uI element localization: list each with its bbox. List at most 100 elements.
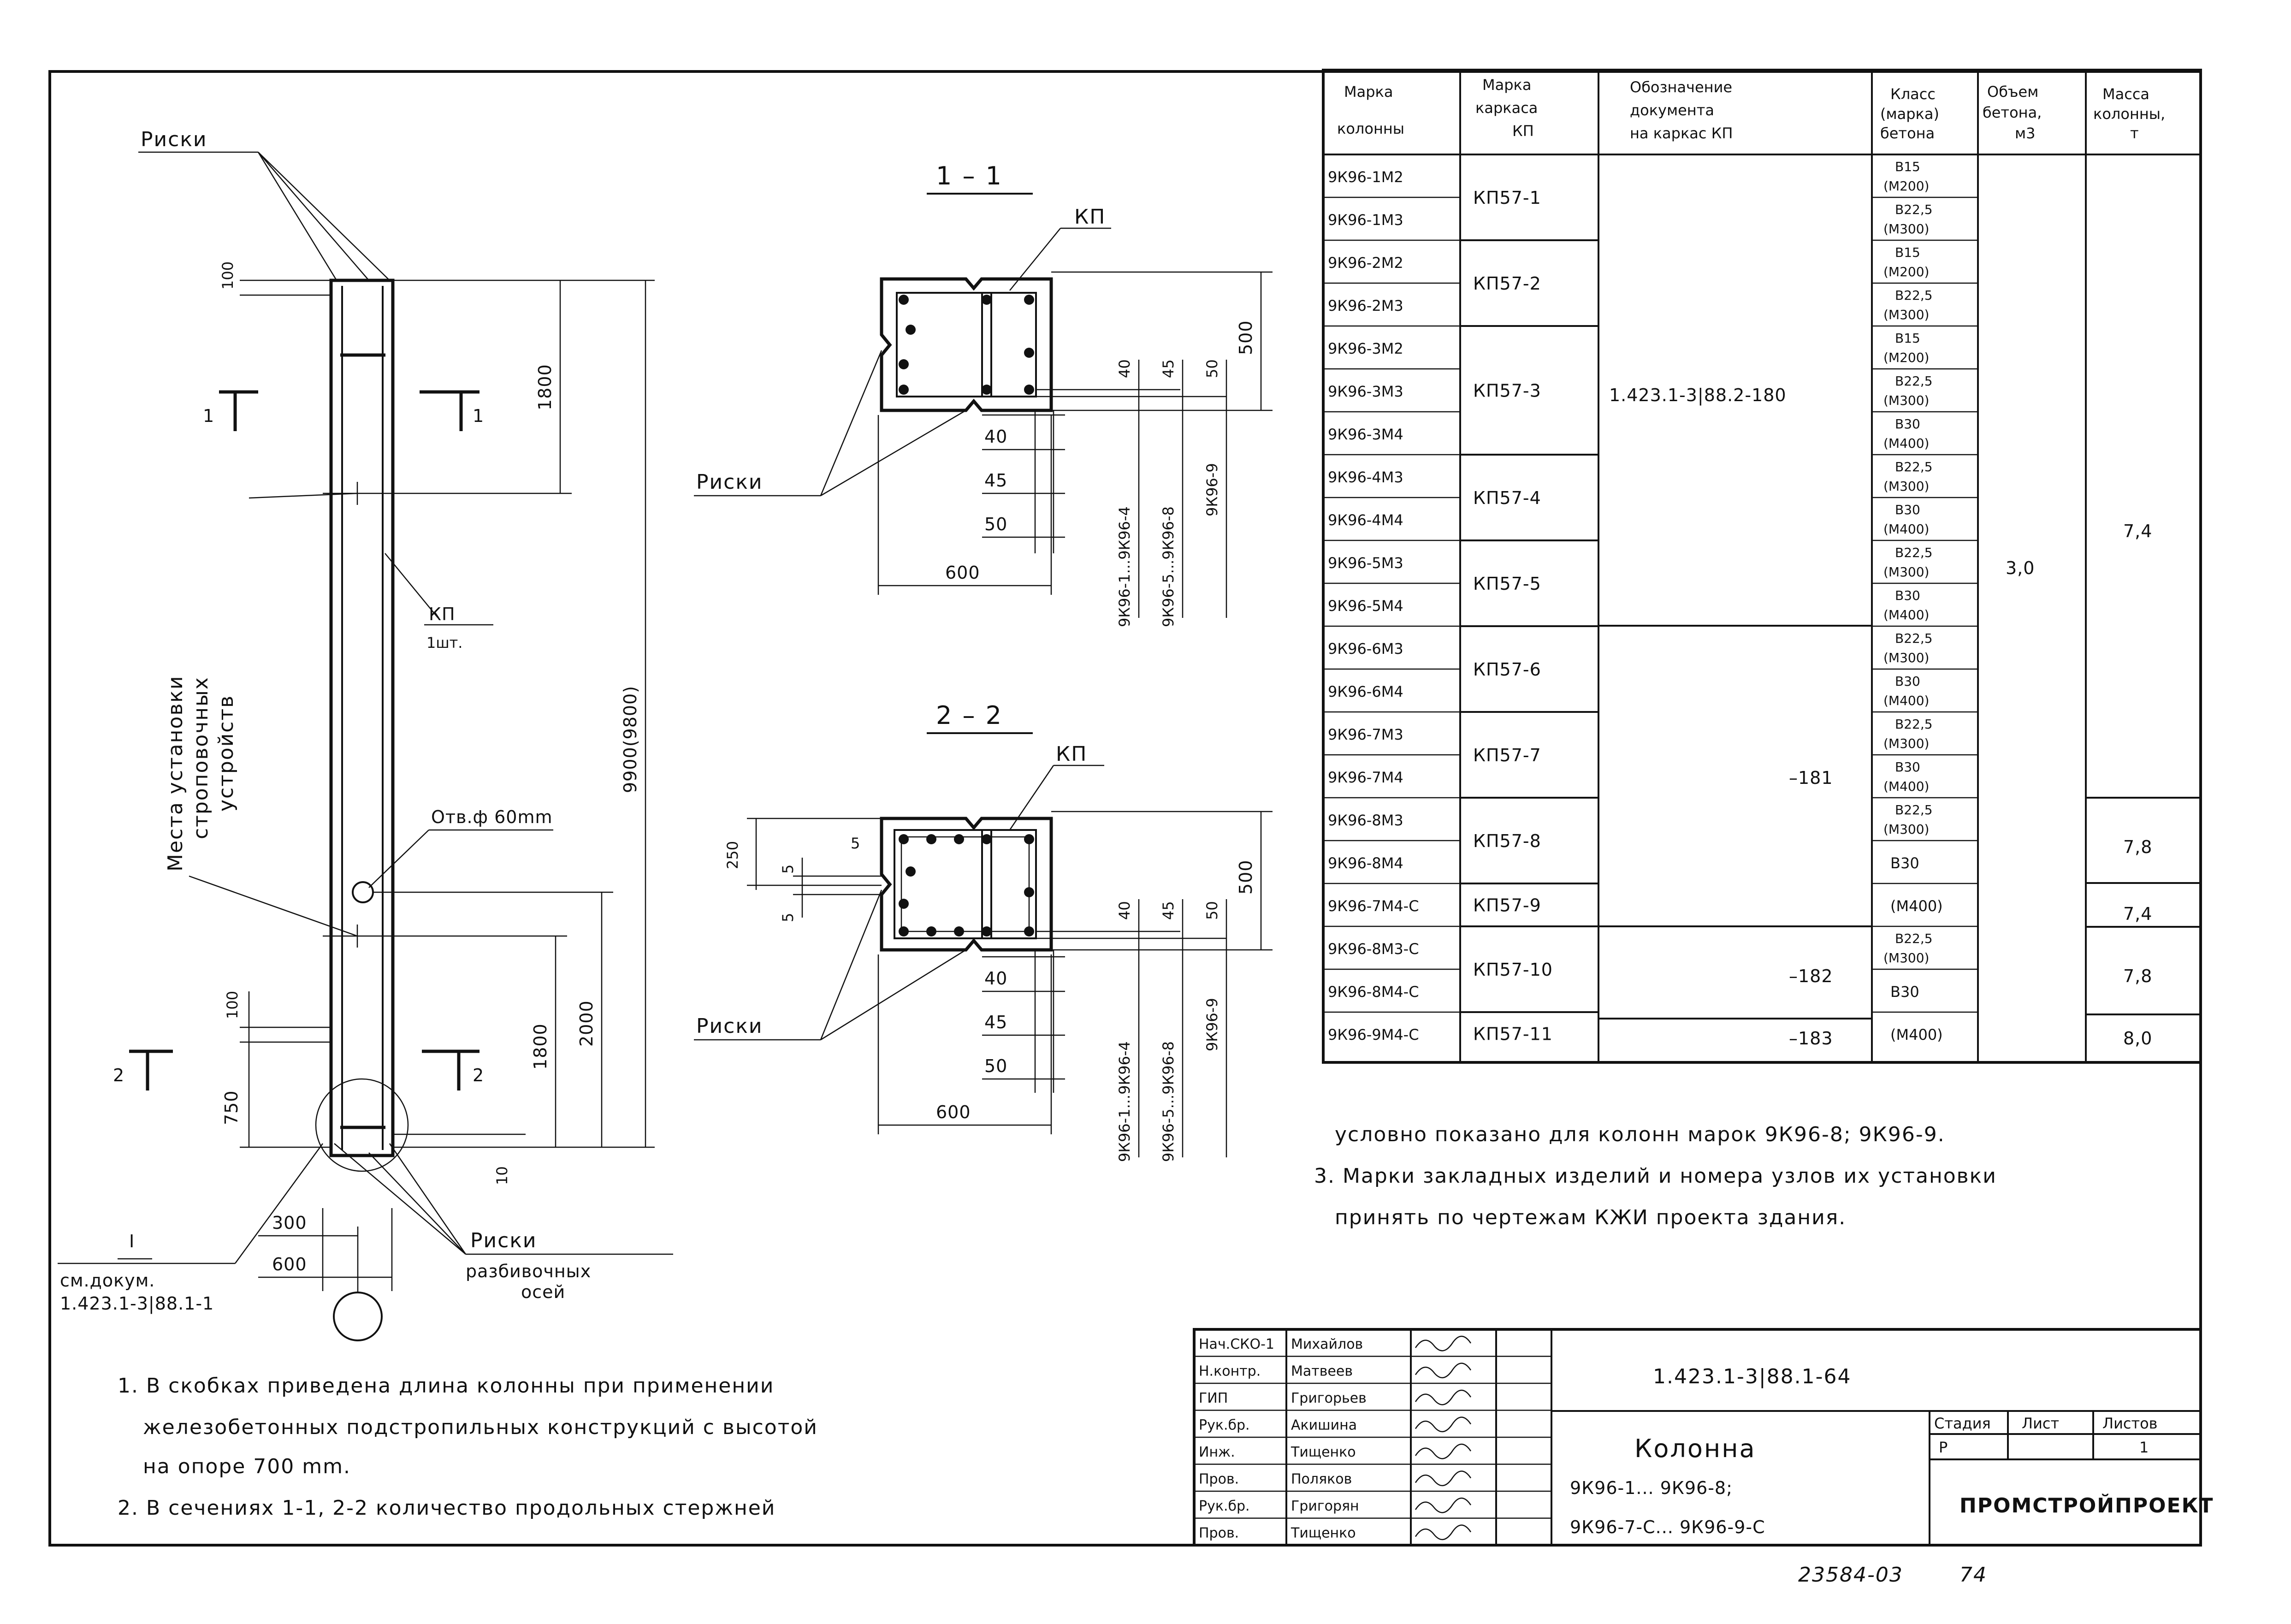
dim-50-b1: 50 (984, 514, 1007, 534)
doc-182: –182 (1789, 966, 1833, 986)
dim-1800-top: 1800 (535, 364, 555, 410)
note-2a: 2. В сечениях 1-1, 2-2 количество продол… (118, 1496, 776, 1520)
table-cell-class: В30 (1895, 416, 1920, 432)
table-cell-column-mark: 9К96-1М2 (1328, 168, 1403, 186)
table-cell-class: В30 (1895, 588, 1920, 603)
page-number: 74 (1959, 1563, 1987, 1587)
dim-9900: 9900(9800) (620, 686, 640, 793)
table-cell-class: В30 (1895, 502, 1920, 517)
table-cell-class: (М400) (1883, 693, 1929, 708)
signature (1415, 1524, 1472, 1540)
dim-45-a1: 45 (1160, 359, 1177, 378)
table-cell-class: (М300) (1883, 564, 1929, 580)
note-1c: на опоре 700 mm. (143, 1455, 351, 1478)
sec-mark-1-left: 1 (203, 406, 214, 426)
col-range-b2: 9К96-5...9К96-8 (1160, 1041, 1177, 1162)
signature (1415, 1417, 1472, 1432)
signature (1415, 1389, 1472, 1405)
stamp-name: Матвеев (1291, 1363, 1353, 1380)
table-cell-column-mark: 9К96-5М4 (1328, 597, 1403, 615)
sec-mark-2-left: 2 (113, 1065, 124, 1085)
table-cell-kp: КП57-7 (1473, 745, 1541, 765)
table-cell-column-mark: 9К96-7М3 (1328, 726, 1403, 743)
stamp-role: Рук.бр. (1199, 1417, 1250, 1434)
spec-table: Марка колонны Марка каркаса КП Обозначен… (1322, 69, 2202, 1064)
mass-80: 8,0 (2123, 1028, 2152, 1049)
table-cell-class: (М400) (1890, 897, 1943, 915)
signature (1415, 1335, 1472, 1351)
stage-header: Стадия (1934, 1415, 1991, 1432)
dim-500-2: 500 (1236, 859, 1256, 895)
axes-label-1: разбивочных (466, 1261, 591, 1281)
sec-mark-2-right: 2 (473, 1065, 484, 1085)
dim-100-top: 100 (219, 261, 237, 290)
stamp-name: Поляков (1291, 1471, 1352, 1488)
axes-label-2: осей (521, 1282, 565, 1302)
stamp-name: Григорян (1291, 1498, 1359, 1514)
doc-code: 1.423.1-3|88.1-64 (1653, 1365, 1851, 1388)
table-cell-class: (М400) (1883, 522, 1929, 537)
stamp-name: Акишина (1291, 1417, 1357, 1434)
doc-183: –183 (1789, 1028, 1833, 1049)
col-range-c2: 9К96-9 (1203, 998, 1221, 1051)
col-range-c1: 9К96-9 (1203, 463, 1221, 516)
volume-value: 3,0 (2006, 558, 2035, 578)
note-3a: 3. Марки закладных изделий и номера узло… (1314, 1164, 1997, 1188)
sec-mark-1-right: 1 (473, 406, 484, 426)
dim-40-a1: 40 (1116, 359, 1133, 378)
stamp-role: ГИП (1199, 1390, 1228, 1406)
table-cell-column-mark: 9К96-8М4-С (1328, 983, 1419, 1001)
notes: условно показано для колонн марок 9К96-8… (118, 1123, 1997, 1520)
sheets-header: Листов (2102, 1415, 2158, 1432)
table-cell-kp: КП57-6 (1473, 659, 1541, 680)
table-cell-class: (М300) (1883, 221, 1929, 237)
table-cell-class: В22,5 (1895, 631, 1933, 646)
dim-45-b1: 45 (984, 470, 1007, 491)
section-1-1-cage (896, 292, 1037, 397)
note-2-tail: условно показано для колонн марок 9К96-8… (1335, 1123, 1945, 1146)
signature (1415, 1363, 1472, 1378)
kp-label-elev: КП (429, 604, 456, 624)
svg-text:(марка): (марка) (1880, 105, 1939, 123)
dim-50-b2: 50 (984, 1056, 1007, 1076)
dim-5-a: 5 (851, 835, 860, 852)
table-cell-class: В15 (1895, 159, 1920, 174)
column-outline (329, 279, 395, 1157)
table-cell-class: В22,5 (1895, 717, 1933, 732)
dim-500-1: 500 (1236, 320, 1256, 355)
table-cell-kp: КП57-4 (1473, 488, 1541, 508)
note-1a: 1. В скобках приведена длина колонны при… (118, 1374, 774, 1398)
sheet-frame (48, 70, 2202, 1547)
kp-label-2: КП (1056, 742, 1087, 766)
dim-250: 250 (724, 841, 741, 869)
hole-circle (352, 881, 374, 903)
table-cell-class: В22,5 (1895, 459, 1933, 474)
svg-text:Обозначение: Обозначение (1630, 78, 1732, 96)
org-name: ПРОМСТРОЙПРОЕКТ (1959, 1493, 2214, 1517)
node-label: I (129, 1231, 135, 1251)
table-cell-column-mark: 9К96-2М2 (1328, 254, 1403, 272)
dim-40-a2: 40 (1116, 901, 1133, 920)
section-1-1: 1 – 1 КП 500 40 45 50 9К96-1...9К96-4 9К… (694, 161, 1273, 627)
svg-text:КП: КП (1512, 122, 1534, 140)
table-cell-class: (М300) (1883, 950, 1929, 966)
sling-places-2: строповочных (189, 676, 213, 839)
signature (1415, 1497, 1472, 1513)
svg-text:Масса: Масса (2102, 85, 2149, 103)
table-cell-column-mark: 9К96-1М3 (1328, 211, 1403, 229)
hole-label: Отв.ф 60mm (431, 807, 552, 827)
node-circle (315, 1078, 409, 1172)
th-col-1a: Марка (1344, 83, 1393, 101)
table-cell-class: В30 (1895, 674, 1920, 689)
riski-label-top: Риски (141, 128, 207, 151)
table-cell-class: В22,5 (1895, 373, 1933, 389)
table-cell-kp: КП57-5 (1473, 574, 1541, 594)
svg-text:документа: документа (1630, 101, 1714, 119)
table-cell-column-mark: 9К96-2М3 (1328, 297, 1403, 314)
kp-label-1: КП (1074, 205, 1106, 229)
signature (1415, 1443, 1472, 1459)
stamp-role: Н.контр. (1199, 1363, 1261, 1380)
dim-45-a2: 45 (1160, 901, 1177, 920)
table-cell-class: (М300) (1883, 307, 1929, 322)
